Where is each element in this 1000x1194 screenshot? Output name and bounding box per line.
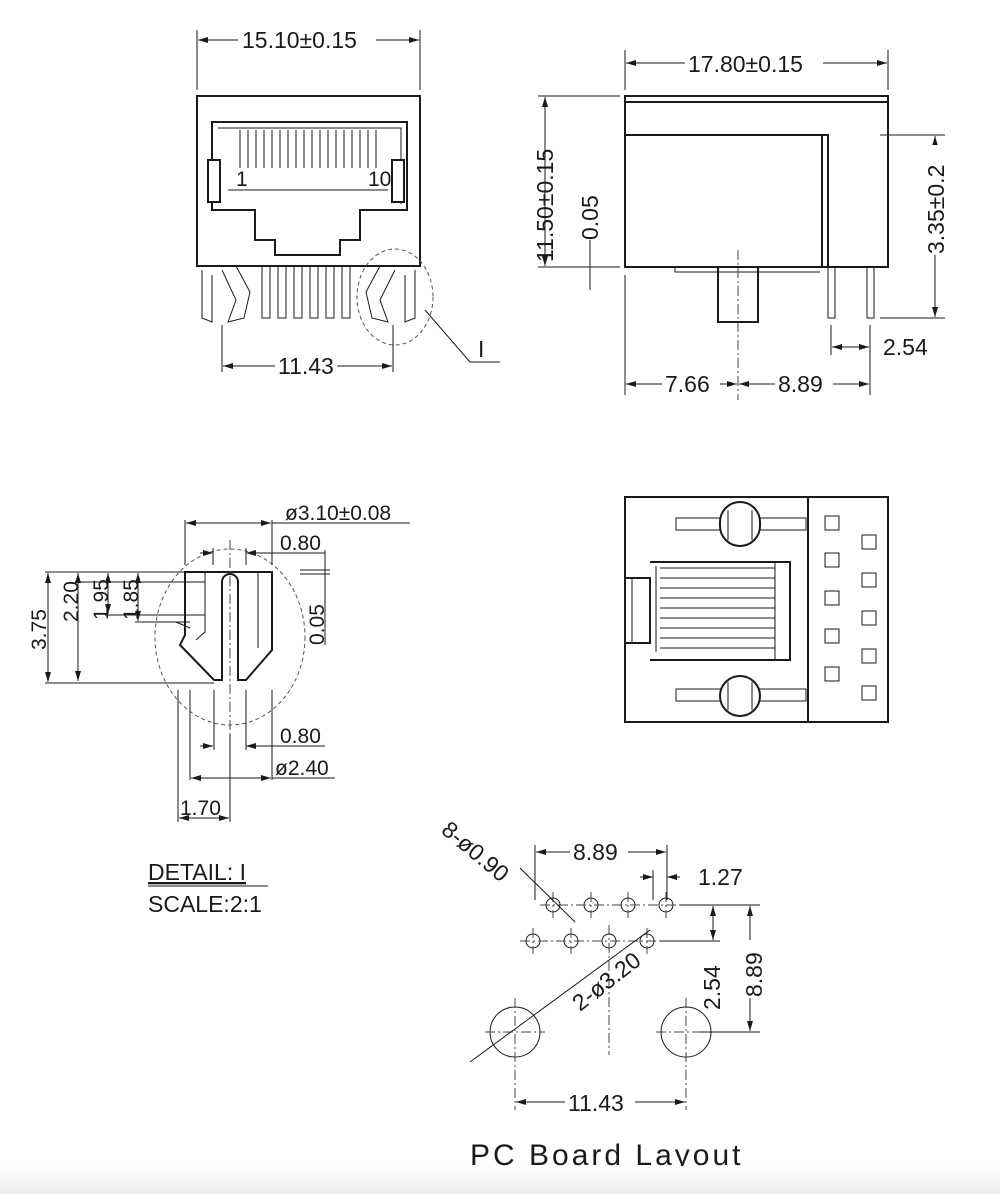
pin-pads [824, 515, 877, 701]
peg-to-pin-dim: 8.89 [778, 371, 823, 397]
peg-hole-dim: 2-ø3.20 [567, 947, 645, 1016]
pcb-layout: 8.89 1.27 8-ø0.90 2-ø3.20 2.54 8.89 11.4… [437, 816, 767, 1172]
height-dim: 11.50±0.15 [532, 149, 558, 262]
gap-dim: 0.05 [306, 604, 329, 645]
bottom-view [624, 496, 889, 723]
vertical-dim: 8.89 [741, 952, 767, 997]
front-to-peg-dim: 7.66 [665, 371, 710, 397]
total-height-dim: 3.75 [28, 609, 51, 650]
pin-label-1: 1 [236, 168, 248, 191]
peg-span-dim: 11.43 [568, 1090, 624, 1116]
h3-dim: 1.85 [120, 579, 143, 620]
detail-callout: I [478, 336, 484, 362]
pin-pitch-dim: 2.54 [883, 334, 928, 360]
h2-dim: 1.95 [90, 579, 113, 620]
h1-dim: 2.20 [60, 581, 83, 622]
contact-lines [655, 562, 776, 660]
front-view: 1 10 I 15.10±0.15 11.43 [196, 27, 500, 379]
standoff-dim: 0.05 [577, 195, 603, 240]
top-width-dim: 0.80 [280, 532, 321, 555]
offset-dim: 1.27 [698, 864, 743, 890]
side-view: 17.80±0.15 11.50±0.15 0.05 3.35±0.2 2.54… [532, 50, 949, 400]
pins [201, 265, 416, 323]
slot-dim: 0.80 [280, 725, 321, 748]
bottom-shade [0, 1166, 1000, 1194]
row-span-dim: 8.89 [573, 839, 618, 865]
detail-scale: SCALE:2:1 [148, 891, 262, 917]
contact-fingers [228, 130, 388, 191]
hole-count-dim: 8-ø0.90 [437, 816, 514, 887]
width-dim: 15.10±0.15 [242, 27, 357, 53]
pin-length-dim: 3.35±0.2 [923, 165, 949, 254]
detail-title: DETAIL: I [148, 859, 246, 885]
pin-span-dim: 11.43 [278, 353, 334, 379]
hole-dim: ø3.10±0.08 [285, 502, 391, 525]
length-dim: 17.80±0.15 [688, 51, 803, 77]
detail-i: ø3.10±0.08 0.80 3.75 2.20 1.95 1.85 0.05… [28, 502, 410, 917]
peg-dia-dim: ø2.40 [275, 757, 329, 780]
pin-label-10: 10 [368, 168, 391, 191]
half-dim: 1.70 [180, 797, 221, 820]
row-pitch-dim: 2.54 [699, 965, 725, 1010]
